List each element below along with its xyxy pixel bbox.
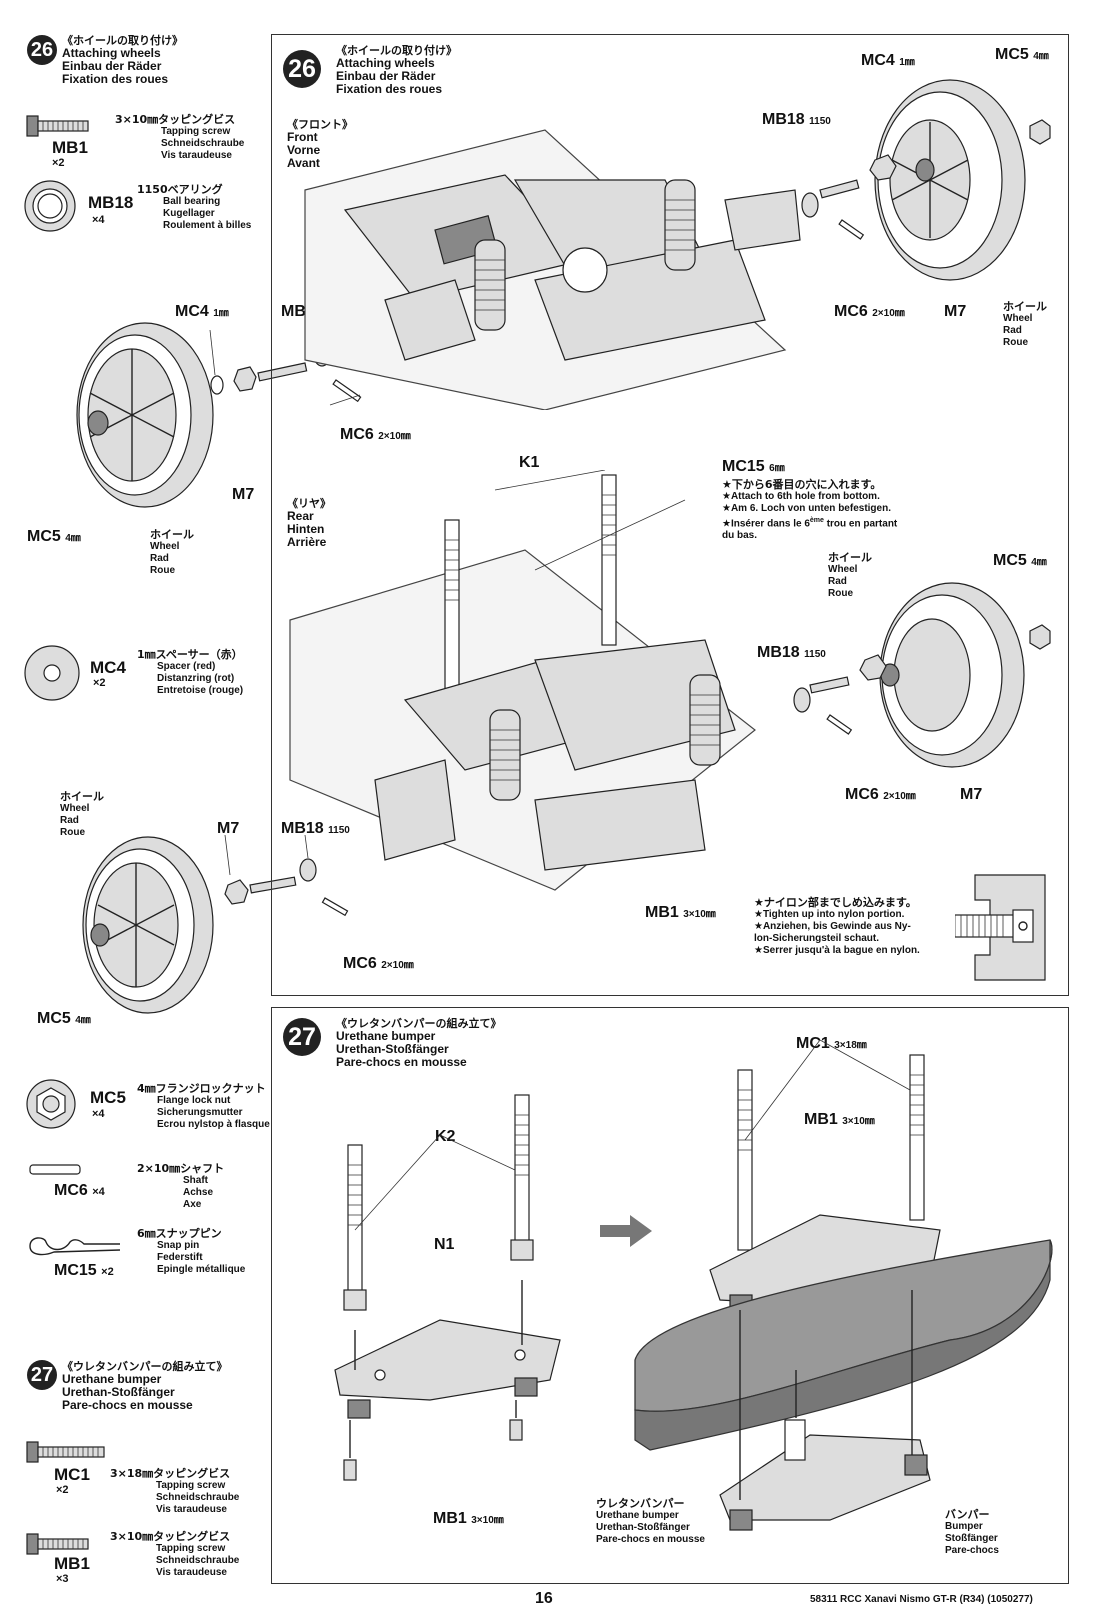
- label-n1: N1: [434, 1236, 455, 1253]
- part-mb18-desc: 1150ベアリング Ball bearing Kugellager Roulem…: [137, 183, 252, 231]
- label-k1: K1: [519, 454, 540, 471]
- part-mc4-qty: ×2: [93, 677, 106, 689]
- label-m7-upper-right: M7: [944, 303, 967, 320]
- step-27-header-left: 27: [27, 1360, 57, 1390]
- step-27-titles-left: 《ウレタンバンパーの組み立て》 Urethane bumper Urethan-…: [62, 1360, 228, 1412]
- label-mc5-upper-right: MC5 4㎜: [995, 46, 1049, 63]
- bumper-mount-assembly-illustration: [334, 1094, 561, 1481]
- label-m7-lower-left: M7: [217, 820, 240, 837]
- part-mc1-code: MC1: [54, 1465, 90, 1484]
- part-mb1-code: MB1: [52, 138, 88, 157]
- label-mb18-lower-left: MB18 1150: [281, 820, 350, 837]
- label-m7-lower-right: M7: [960, 786, 983, 803]
- step-number-badge: 26: [27, 35, 57, 65]
- spacer-icon: [24, 645, 80, 701]
- rear-left-wheel-illustration: [82, 834, 349, 1014]
- label-mc4-upper: MC4 1㎜: [175, 303, 229, 320]
- shaft-icon: [29, 1164, 81, 1175]
- front-chassis-illustration: [304, 129, 801, 410]
- label-mc6-upper-right: MC6 2×10㎜: [834, 303, 905, 320]
- step-title-jp: 《ホイールの取り付け》: [62, 34, 183, 47]
- screw-icon: [26, 115, 89, 137]
- label-mc6-lower-right: MC6 2×10㎜: [845, 786, 916, 803]
- rear-right-wheel-illustration: [793, 582, 1051, 768]
- snap-pin-icon: [29, 1237, 121, 1256]
- part-mb1-27-code: MB1: [54, 1554, 90, 1573]
- label-mc4-upper-right: MC4 1㎜: [861, 52, 915, 69]
- label-mb18-upper-right: MB18 1150: [762, 111, 831, 128]
- label-mc5-upper-left: MC5 4㎜: [27, 528, 81, 545]
- step-27-panel: [271, 1007, 1069, 1584]
- urethane-bumper-assembly-illustration: [634, 1040, 1053, 1531]
- part-mc5-desc: 4㎜フランジロックナット Flange lock nut Sicherungsm…: [137, 1082, 270, 1130]
- step-number-badge: 27: [27, 1360, 57, 1390]
- step-title-en: Attaching wheels: [62, 46, 161, 60]
- nylon-lock-detail-illustration: [955, 874, 1046, 981]
- step-27-badge: 27: [283, 1018, 321, 1056]
- label-m7-upper-left: M7: [232, 486, 255, 503]
- label-mc5-lower-right: MC5 4㎜: [993, 552, 1047, 569]
- part-mb1-27-desc: 3×10㎜タッピングビス Tapping screw Schneidschrau…: [110, 1530, 240, 1578]
- part-mb1-27-qty: ×3: [56, 1573, 69, 1585]
- label-mc1: MC1 3×18㎜: [796, 1035, 867, 1052]
- page-number: 16: [535, 1590, 553, 1607]
- screw-icon: [26, 1533, 89, 1555]
- rear-chassis-illustration: [289, 470, 756, 891]
- part-mc15-code: MC15 ×2: [54, 1262, 114, 1279]
- urethane-bumper-label: ウレタンバンパー Urethane bumper Urethan-Stoßfän…: [596, 1497, 705, 1545]
- step-26-titles: 《ホイールの取り付け》 Attaching wheels Einbau der …: [336, 44, 457, 96]
- front-label: 《フロント》 Front Vorne Avant: [287, 118, 353, 170]
- step-26-panel: [271, 34, 1069, 996]
- flange-lock-nut-icon: [26, 1079, 76, 1129]
- part-mb1-qty: ×2: [52, 157, 65, 169]
- label-mc5-lower-left: MC5 4㎜: [37, 1010, 91, 1027]
- step-title-fr: Fixation des roues: [62, 72, 169, 86]
- step-27-titles: 《ウレタンバンパーの組み立て》 Urethane bumper Urethan-…: [336, 1017, 502, 1069]
- part-mb18-qty: ×4: [92, 214, 105, 226]
- nylon-note: ★ナイロン部までしめ込みます。 ★Tighten up into nylon p…: [754, 896, 920, 956]
- step-26-header-left: 26: [27, 35, 57, 65]
- step-title-de: Einbau der Räder: [62, 59, 162, 73]
- front-right-wheel-illustration: [801, 79, 1051, 281]
- label-mb1-27-right: MB1 3×10㎜: [804, 1111, 875, 1128]
- label-mb18-lower-right: MB18 1150: [757, 644, 826, 661]
- step-26-badge: 26: [283, 50, 321, 88]
- part-mc1-qty: ×2: [56, 1484, 69, 1496]
- label-mc6-lower-left: MC6 2×10㎜: [343, 955, 414, 972]
- step-26-titles-left: 《ホイールの取り付け》 Attaching wheels Einbau der …: [62, 34, 183, 86]
- rear-label: 《リヤ》 Rear Hinten Arrière: [287, 497, 331, 549]
- part-mc6-code: MC6 ×4: [54, 1182, 105, 1199]
- part-mc5-code: MC5: [90, 1088, 126, 1107]
- part-mc6-desc: 2×10㎜シャフト Shaft Achse Axe: [137, 1162, 225, 1210]
- label-mb1-26: MB1 3×10㎜: [645, 904, 716, 921]
- long-screw-icon: [26, 1441, 105, 1463]
- ball-bearing-icon: [24, 180, 76, 232]
- part-mc4-desc: 1㎜スペーサー（赤） Spacer (red) Distanzring (rot…: [137, 648, 244, 696]
- part-mc5-qty: ×4: [92, 1108, 105, 1120]
- part-mc15-desc: 6㎜スナップピン Snap pin Federstift Epingle mét…: [137, 1227, 246, 1275]
- front-left-wheel-illustration: [76, 322, 362, 508]
- bumper-label: バンパー Bumper Stoßfänger Pare-chocs: [945, 1508, 999, 1556]
- label-mc6-upper-left: MC6 2×10㎜: [340, 426, 411, 443]
- mc15-note: ★下から6番目の穴に入れます。 ★Attach to 6th hole from…: [722, 478, 898, 542]
- part-mc4-code: MC4: [90, 658, 126, 677]
- label-mb1-27-left: MB1 3×10㎜: [433, 1510, 504, 1527]
- part-mb18-code: MB18: [88, 193, 134, 212]
- part-mb1-desc: 3×10㎜タッピングビス Tapping screw Schneidschrau…: [115, 113, 245, 161]
- label-k2: K2: [435, 1128, 456, 1145]
- label-mc15: MC15 6㎜: [722, 458, 785, 475]
- arrow-right-icon: [600, 1215, 652, 1247]
- model-footer: 58311 RCC Xanavi Nismo GT-R (R34) (10502…: [810, 1594, 1033, 1605]
- part-mc1-desc: 3×18㎜タッピングビス Tapping screw Schneidschrau…: [110, 1467, 240, 1515]
